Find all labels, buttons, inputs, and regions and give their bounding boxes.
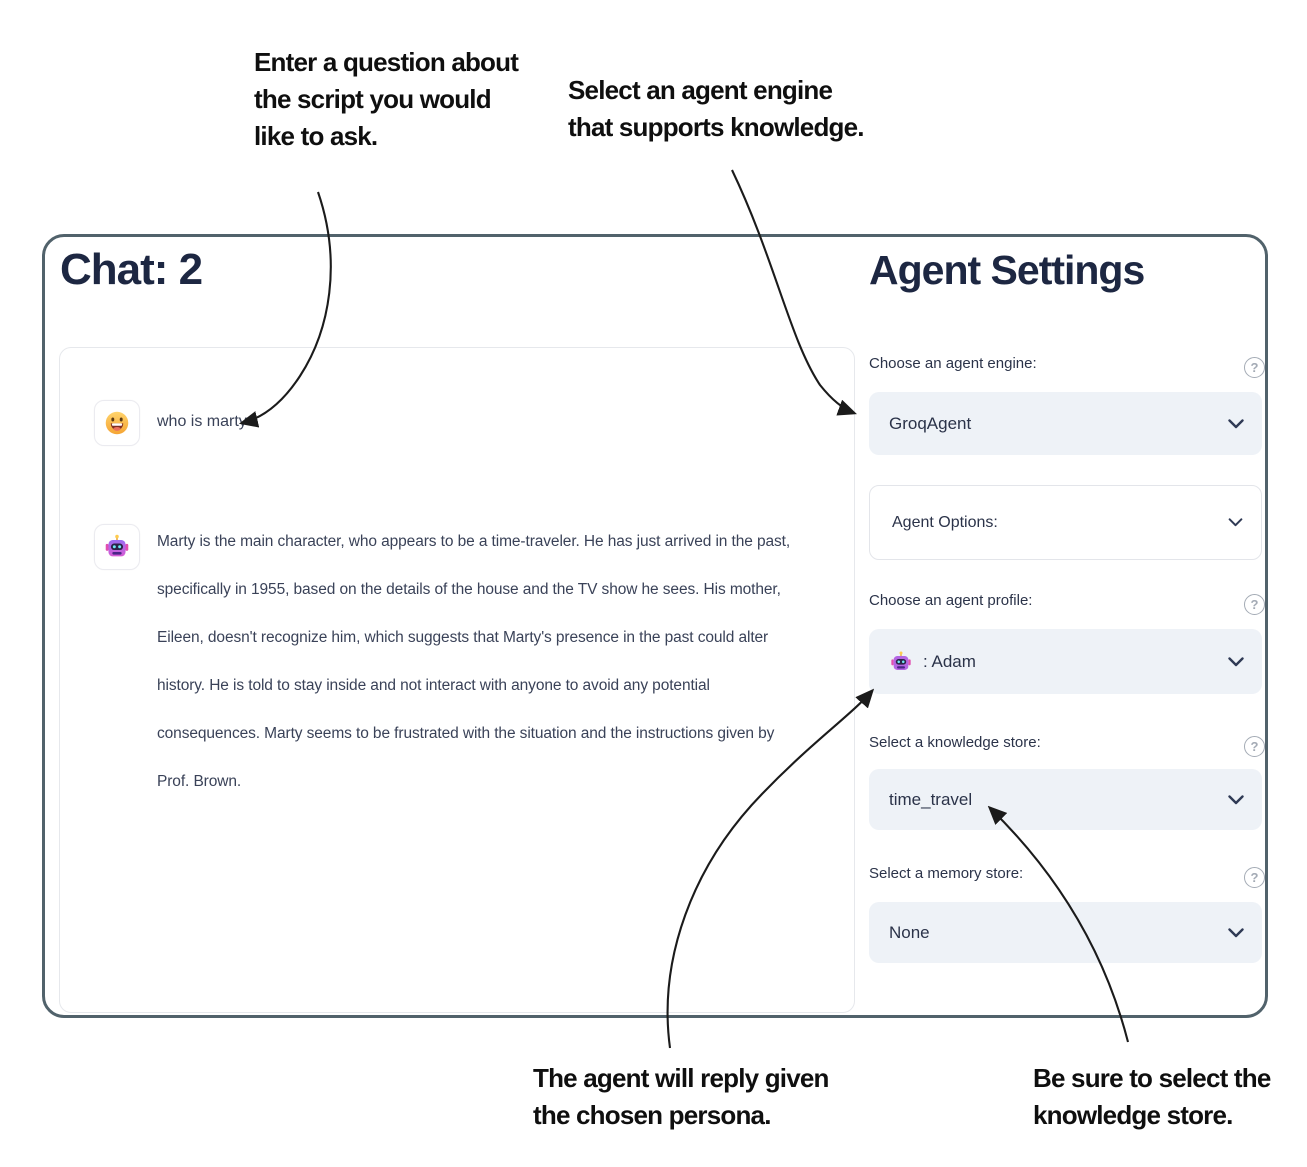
chevron-down-icon [1228, 656, 1244, 667]
profile-label: Choose an agent profile: [869, 592, 1033, 609]
annotation-agent-persona: The agent will reply given the chosen pe… [533, 1063, 829, 1130]
robot-emoji-icon [105, 534, 129, 557]
memory-label: Select a memory store: [869, 865, 1024, 882]
chat-message-assistant: Marty is the main character, who appears… [94, 524, 805, 806]
chevron-down-icon [1228, 794, 1244, 805]
chat-container: who is marty Mart [59, 347, 855, 1013]
assistant-message-text: Marty is the main character, who appears… [157, 533, 791, 790]
memory-help-icon[interactable]: ? [1244, 867, 1265, 888]
memory-select-value: None [889, 922, 930, 942]
annotation-knowledge-store: Be sure to select the knowledge store. [1033, 1063, 1271, 1130]
chat-message-user: who is marty [94, 400, 247, 446]
annotation-select-engine: Select an agent engine that supports kno… [568, 75, 865, 142]
engine-help-icon[interactable]: ? [1244, 357, 1265, 378]
profile-select[interactable]: : Adam [869, 629, 1262, 694]
profile-select-value: : Adam [923, 651, 976, 671]
agent-options-expander[interactable]: Agent Options: [869, 485, 1262, 560]
profile-help-icon[interactable]: ? [1244, 594, 1265, 615]
engine-select-value: GroqAgent [889, 413, 972, 433]
user-message-text: who is marty [157, 413, 247, 430]
chevron-down-icon [1228, 927, 1244, 938]
robot-emoji-icon [891, 650, 911, 670]
agent-options-label: Agent Options: [892, 513, 998, 531]
chevron-down-icon [1228, 418, 1244, 429]
knowledge-select-value: time_travel [889, 789, 973, 809]
engine-select[interactable]: GroqAgent [869, 392, 1262, 455]
assistant-avatar [94, 524, 140, 570]
knowledge-help-icon[interactable]: ? [1244, 736, 1265, 757]
annotation-enter-question: Enter a question about the script you wo… [254, 47, 519, 151]
chevron-down-icon [1228, 518, 1243, 527]
knowledge-select[interactable]: time_travel [869, 769, 1262, 830]
user-avatar [94, 400, 140, 446]
engine-label: Choose an agent engine: [869, 355, 1037, 372]
agent-settings-title: Agent Settings [869, 247, 1145, 293]
knowledge-label: Select a knowledge store: [869, 734, 1041, 751]
grinning-face-emoji-icon [105, 411, 129, 435]
memory-select[interactable]: None [869, 902, 1262, 963]
app-panel: Chat: 2 Agent Settings who is marty [42, 234, 1268, 1018]
chat-title: Chat: 2 [60, 245, 203, 294]
